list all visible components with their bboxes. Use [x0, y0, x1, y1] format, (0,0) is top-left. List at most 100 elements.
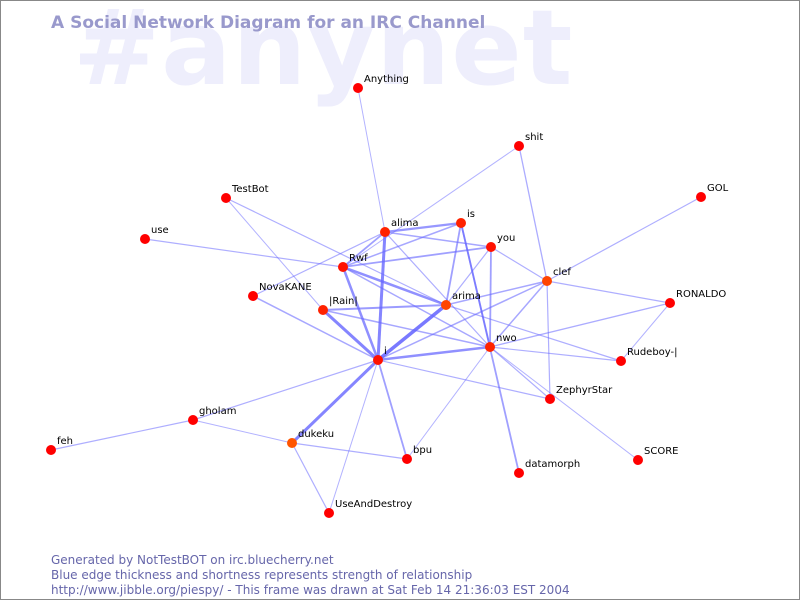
edge-shit-clef	[518, 145, 548, 282]
footer-url-timestamp: http://www.jibble.org/piespy/ - This fra…	[51, 583, 570, 597]
node-i: i	[373, 346, 387, 365]
node-dot	[373, 355, 383, 365]
edge-nwo-ZephyrStar	[489, 346, 551, 400]
edge-nwo-bpu	[406, 346, 491, 460]
channel-watermark: #anynet	[73, 0, 574, 109]
edge-use-Rwf	[144, 238, 344, 268]
node-dot	[441, 300, 451, 310]
edge-i-gholam	[192, 359, 379, 421]
edge-Rwf-i	[341, 266, 380, 361]
edge-NovaKANE-i	[252, 295, 379, 361]
edge-dukeku-bpu	[291, 442, 408, 460]
node-arima: arima	[441, 291, 481, 310]
edge-RONALDO-Rudeboy-|	[620, 302, 671, 362]
edge-i-bpu	[377, 359, 408, 460]
node-label: you	[497, 233, 515, 244]
edge-clef-i	[377, 280, 548, 361]
node-|Rain|: |Rain|	[318, 296, 358, 315]
node-dot	[616, 356, 626, 366]
edge-gholam-dukeku	[192, 419, 293, 444]
edge-clef-RONALDO	[546, 280, 671, 304]
node-dot	[633, 455, 643, 465]
edge-TestBot-arima	[225, 197, 447, 306]
node-datamorph: datamorph	[514, 459, 580, 478]
node-label: shit	[525, 132, 543, 143]
edge-NovaKANE-alima	[252, 231, 386, 297]
node-nwo: nwo	[485, 333, 517, 352]
footer-legend: Blue edge thickness and shortness repres…	[51, 568, 473, 582]
node-alima: alima	[380, 218, 419, 237]
node-label: nwo	[496, 333, 517, 344]
node-dot	[338, 262, 348, 272]
edge-you-clef	[490, 246, 548, 282]
node-label: i	[384, 346, 387, 357]
edge-|Rain|-nwo	[322, 309, 491, 348]
node-dot	[140, 234, 150, 244]
edge-nwo-Rudeboy-|	[489, 346, 622, 362]
node-bpu: bpu	[402, 445, 432, 464]
edge-clef-arima	[445, 280, 548, 306]
node-dot	[665, 298, 675, 308]
edge-gholam-feh	[50, 419, 194, 451]
node-label: Rwf	[349, 253, 368, 264]
edge-shit-Rwf	[342, 145, 520, 268]
edge-arima-i	[376, 303, 448, 362]
edge-Anything-alima	[357, 87, 386, 233]
footer: Generated by NotTestBOT on irc.bluecherr…	[51, 553, 570, 598]
node-TestBot: TestBot	[221, 184, 269, 203]
edge-i-nwo	[377, 345, 491, 362]
node-dot	[514, 468, 524, 478]
edge-alima-you	[384, 231, 492, 248]
edge-|Rain|-i	[321, 308, 380, 362]
node-Anything: Anything	[353, 74, 409, 93]
node-dot	[324, 508, 334, 518]
node-label: is	[467, 209, 475, 220]
node-label: RONALDO	[676, 289, 726, 300]
node-label: UseAndDestroy	[335, 499, 412, 510]
node-UseAndDestroy: UseAndDestroy	[324, 499, 412, 518]
edge-Rwf-arima	[342, 265, 447, 307]
node-dot	[287, 438, 297, 448]
node-label: |Rain|	[329, 296, 358, 307]
edge-TestBot-|Rain|	[225, 197, 324, 311]
node-ZephyrStar: ZephyrStar	[545, 385, 613, 404]
node-label: clef	[553, 267, 571, 278]
node-dot	[696, 192, 706, 202]
node-label: alima	[391, 218, 419, 229]
node-SCORE: SCORE	[633, 446, 678, 465]
node-NovaKANE: NovaKANE	[248, 282, 312, 301]
node-label: ZephyrStar	[556, 385, 613, 396]
edge-|Rain|-arima	[322, 304, 447, 311]
edge-dukeku-i	[290, 358, 380, 445]
node-label: dukeku	[298, 429, 334, 440]
node-label: feh	[57, 436, 73, 447]
node-dot	[46, 445, 56, 455]
edge-arima-Rudeboy-|	[445, 304, 622, 362]
node-clef: clef	[542, 267, 571, 286]
node-label: TestBot	[231, 184, 269, 195]
node-gholam: gholam	[188, 406, 236, 425]
node-label: datamorph	[525, 459, 580, 470]
node-shit: shit	[514, 132, 543, 151]
node-label: SCORE	[644, 446, 678, 457]
node-dot	[486, 242, 496, 252]
node-dot	[456, 218, 466, 228]
node-dot	[514, 141, 524, 151]
edge-you-nwo	[489, 246, 492, 348]
node-dot	[221, 193, 231, 203]
node-label: bpu	[413, 445, 432, 456]
node-label: use	[151, 225, 169, 236]
edge-alima-Rwf	[342, 231, 386, 268]
node-RONALDO: RONALDO	[665, 289, 726, 308]
node-dukeku: dukeku	[287, 429, 334, 448]
node-label: Rudeboy-|	[627, 347, 678, 358]
node-dot	[542, 276, 552, 286]
node-dot	[318, 305, 328, 315]
node-dot	[353, 83, 363, 93]
edge-Rwf-is	[342, 222, 462, 268]
edge-you-arima	[445, 246, 492, 306]
edge-alima-is	[384, 221, 462, 234]
